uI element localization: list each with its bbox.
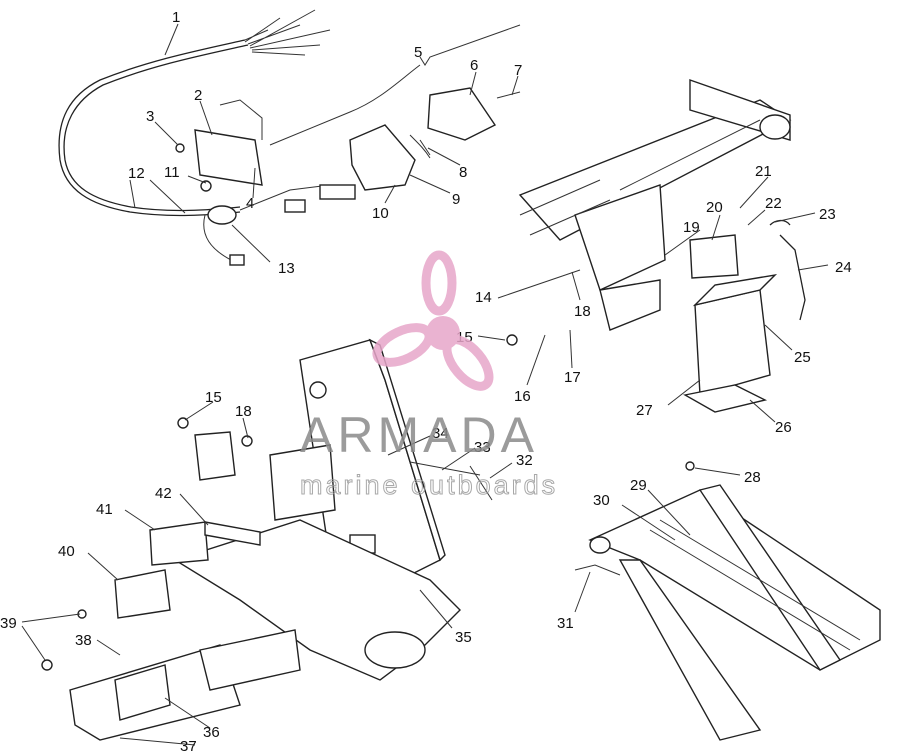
light-lens bbox=[349, 124, 416, 191]
callout: 18 bbox=[235, 403, 252, 420]
callout: 18 bbox=[574, 303, 591, 320]
relay-41 bbox=[149, 521, 209, 566]
callout: 40 bbox=[58, 543, 75, 560]
callout: 29 bbox=[630, 477, 647, 494]
watermark: ARMADA marine outboards bbox=[300, 250, 558, 501]
callout: 30 bbox=[593, 492, 610, 509]
callout: 27 bbox=[636, 402, 653, 419]
callout: 25 bbox=[794, 349, 811, 366]
callout: 16 bbox=[514, 388, 531, 405]
callout: 20 bbox=[706, 199, 723, 216]
lower-frame bbox=[69, 519, 461, 741]
callout: 23 bbox=[819, 206, 836, 223]
wiring-harness bbox=[58, 9, 356, 266]
callout: 26 bbox=[775, 419, 792, 436]
callout: 28 bbox=[744, 469, 761, 486]
callout: 38 bbox=[75, 632, 92, 649]
leader-lines bbox=[21, 23, 829, 746]
bracket-part bbox=[194, 129, 263, 186]
callout: 8 bbox=[459, 164, 467, 181]
callout: 3 bbox=[146, 108, 154, 125]
callout: 2 bbox=[194, 87, 202, 104]
callout: 31 bbox=[557, 615, 574, 632]
callout: 33 bbox=[474, 439, 491, 456]
callout: 32 bbox=[516, 452, 533, 469]
callout: 22 bbox=[765, 195, 782, 212]
callout: 21 bbox=[755, 163, 772, 180]
callout: 7 bbox=[514, 62, 522, 79]
callout: 10 bbox=[372, 205, 389, 222]
callout: 24 bbox=[835, 259, 852, 276]
callout: 14 bbox=[475, 289, 492, 306]
callout: 1 bbox=[172, 9, 180, 26]
callout: 42 bbox=[155, 485, 172, 502]
callout-numbers: 1 2 3 4 5 6 7 8 9 10 11 12 13 14 15 16 1… bbox=[0, 9, 852, 755]
callout: 34 bbox=[432, 425, 449, 442]
callout: 39 bbox=[0, 615, 17, 632]
callout: 17 bbox=[564, 369, 581, 386]
callout: 36 bbox=[203, 724, 220, 741]
callout: 5 bbox=[414, 44, 422, 61]
watermark-tagline: marine outboards bbox=[300, 470, 558, 500]
battery bbox=[683, 234, 778, 413]
watermark-brand: ARMADA bbox=[300, 407, 538, 463]
callout: 15 bbox=[205, 389, 222, 406]
callout: 11 bbox=[164, 164, 180, 181]
relay-40 bbox=[114, 569, 171, 619]
bracket-42 bbox=[204, 521, 261, 546]
propeller-logo bbox=[372, 250, 494, 391]
callout: 12 bbox=[128, 165, 145, 182]
callout: 37 bbox=[180, 738, 197, 755]
light-housing bbox=[427, 87, 497, 141]
callout: 35 bbox=[455, 629, 472, 646]
callout: 9 bbox=[452, 191, 460, 208]
mounting-plate bbox=[194, 338, 446, 591]
callout: 19 bbox=[683, 219, 700, 236]
callout: 6 bbox=[470, 57, 478, 74]
upper-frame bbox=[518, 79, 792, 331]
callout: 4 bbox=[246, 195, 254, 212]
callout: 13 bbox=[278, 260, 295, 277]
right-frame bbox=[574, 484, 881, 741]
callout: 41 bbox=[96, 501, 113, 518]
